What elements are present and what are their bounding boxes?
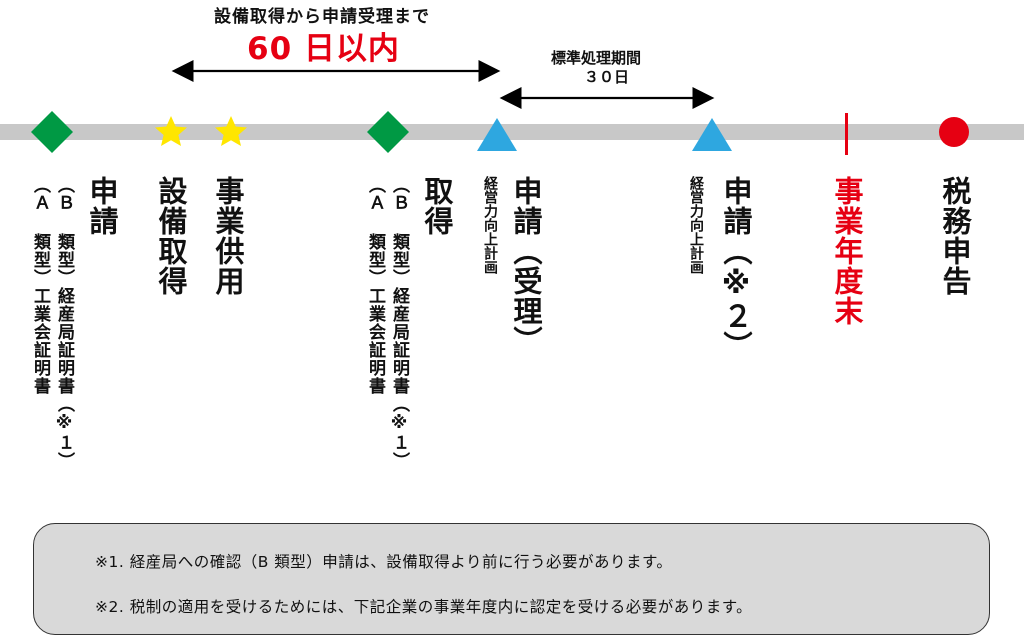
star-marker-service [215, 116, 247, 146]
star-marker-equipment [155, 116, 187, 146]
plan-sub1: 経営力向上計画 [482, 176, 498, 274]
diamond-marker-application [31, 111, 73, 153]
tax-filing: 税務申告 [938, 176, 972, 296]
equipment-acquisition: 設備取得 [154, 176, 188, 296]
note-1: ※1. 経産局への確認（B 類型）申請は、設備取得より前に行う必要があります。 [95, 553, 673, 571]
timeline-markers [0, 60, 1024, 155]
note-2: ※2. 税制の適用を受けるためには、下記企業の事業年度内に認定を受ける必要があり… [95, 598, 753, 616]
timeline-bar [0, 124, 1024, 140]
triangle-marker-plan [692, 118, 732, 151]
standard-period-days: ３０日 [584, 68, 630, 86]
app-a-sub1: （Ｂ 類型）経産局証明書（※１） [54, 176, 74, 470]
tax-circle-marker [939, 117, 969, 147]
triangle-marker-received [477, 118, 517, 151]
plan-sub2: 経営力向上計画 [688, 176, 704, 274]
acq-main: 取得 [420, 176, 454, 236]
app-a-sub2: （Ａ 類型）工業会証明書 [30, 176, 50, 395]
diamond-marker-acquisition [367, 111, 409, 153]
period-caption: 設備取得から申請受理まで [214, 7, 430, 27]
plan-main1: 申請（受理） [509, 176, 543, 356]
app-a-main: 申請 [85, 176, 119, 236]
notes-box [33, 523, 990, 635]
acq-sub1: （Ｂ 類型）経産局証明書（※１） [389, 176, 409, 470]
standard-period-caption: 標準処理期間 [551, 49, 642, 67]
acq-sub2: （Ａ 類型）工業会証明書 [365, 176, 385, 395]
fiscal-year-end: 事業年度末 [830, 176, 864, 326]
plan-main2: 申請（※２） [719, 176, 753, 361]
put-in-service: 事業供用 [211, 176, 245, 296]
fy-end-tick [845, 113, 848, 155]
